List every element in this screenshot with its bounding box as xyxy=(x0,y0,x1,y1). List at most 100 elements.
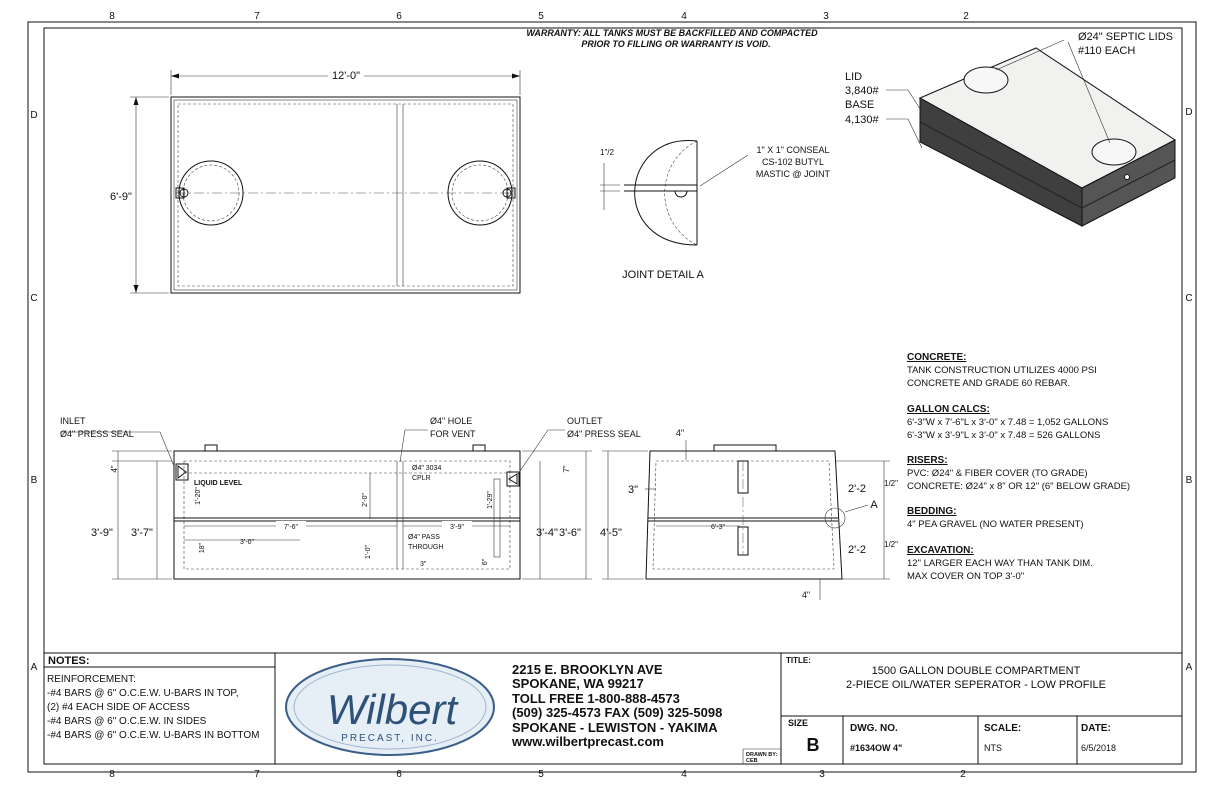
svg-text:Ø4" PRESS SEAL: Ø4" PRESS SEAL xyxy=(567,429,641,439)
svg-text:B: B xyxy=(807,735,820,755)
svg-text:A: A xyxy=(31,662,38,673)
end-view: A 6'-3" 4'-5" 4" 3" 2'-2 1/2" 2'-2 1/2" … xyxy=(600,428,898,600)
spec-notes: CONCRETE: TANK CONSTRUCTION UTILIZES 400… xyxy=(907,352,1130,582)
inner-border xyxy=(43,27,1183,765)
svg-text:A: A xyxy=(870,499,878,511)
svg-text:B: B xyxy=(31,475,38,486)
plan-width-dim: 6'-9" xyxy=(110,191,132,203)
drawing-title-1: 1500 GALLON DOUBLE COMPARTMENT xyxy=(872,665,1081,677)
svg-text:5: 5 xyxy=(538,769,544,780)
svg-text:7: 7 xyxy=(254,769,260,780)
svg-text:4": 4" xyxy=(110,465,119,472)
svg-text:6: 6 xyxy=(396,769,402,780)
svg-text:Ø4" HOLE: Ø4" HOLE xyxy=(430,416,472,426)
svg-text:NTS: NTS xyxy=(984,743,1002,753)
svg-text:3": 3" xyxy=(420,561,427,568)
svg-text:(2) #4 EACH SIDE OF ACCESS: (2) #4 EACH SIDE OF ACCESS xyxy=(47,702,190,713)
svg-text:2'-0": 2'-0" xyxy=(362,493,369,507)
zone-labels-left: D C B A xyxy=(30,110,37,673)
sheet-border xyxy=(27,21,1197,773)
zone-labels-bottom: 8 7 6 5 4 3 2 xyxy=(109,769,966,780)
svg-text:(509) 325-4573 FAX (509) 3: (509) 325-4573 FAX (509) 325-5098 xyxy=(512,705,722,720)
joint-dim: 1"/2 xyxy=(600,148,615,157)
svg-text:3,840#: 3,840# xyxy=(845,85,880,97)
plan-view: 12'-0" 6'-9" xyxy=(110,67,521,294)
svg-text:MAX COVER ON TOP 3'-0": MAX COVER ON TOP 3'-0" xyxy=(907,571,1024,582)
svg-text:C: C xyxy=(30,293,37,304)
svg-text:OUTLET: OUTLET xyxy=(567,416,603,426)
svg-text:3'-7": 3'-7" xyxy=(131,527,153,539)
svg-text:4'-5": 4'-5" xyxy=(600,527,622,539)
svg-text:-#4 BARS @ 6" O.C.E.W. U-BARS: -#4 BARS @ 6" O.C.E.W. U-BARS IN BOTTOM xyxy=(47,730,259,741)
svg-text:D: D xyxy=(1185,107,1192,118)
section-view: LIQUID LEVEL INLET Ø4" PRESS SEAL Ø4" HO… xyxy=(60,416,641,580)
warranty-line-2: PRIOR TO FILLING OR WARRANTY IS VOID. xyxy=(581,39,770,49)
svg-text:CPLR: CPLR xyxy=(412,475,431,482)
joint-detail-label: JOINT DETAIL A xyxy=(622,269,704,281)
svg-text:3'-0": 3'-0" xyxy=(240,539,254,546)
svg-text:EXCAVATION:: EXCAVATION: xyxy=(907,545,974,556)
svg-text:7": 7" xyxy=(562,465,571,472)
liquid-level-label: LIQUID LEVEL xyxy=(194,480,243,487)
svg-text:3'-6": 3'-6" xyxy=(559,527,581,539)
svg-text:#1634OW 4": #1634OW 4" xyxy=(850,743,902,753)
svg-text:REINFORCEMENT:: REINFORCEMENT: xyxy=(47,674,136,685)
svg-text:6'-3": 6'-3" xyxy=(711,524,725,531)
svg-text:2: 2 xyxy=(960,769,966,780)
svg-text:Ø4" PRESS SEAL: Ø4" PRESS SEAL xyxy=(60,429,134,439)
svg-text:TOLL FREE 1-800-888-4573: TOLL FREE 1-800-888-4573 xyxy=(512,691,680,706)
wilbert-logo: Wilbert PRECAST, INC. xyxy=(285,658,495,756)
zone-labels-top: 8 7 6 5 4 3 2 xyxy=(109,11,969,22)
svg-text:2: 2 xyxy=(963,11,969,22)
svg-text:8: 8 xyxy=(109,11,115,22)
svg-text:C: C xyxy=(1185,293,1192,304)
svg-text:1'-0": 1'-0" xyxy=(365,545,372,559)
svg-text:6'-3"W x 3'-9"L x 3'-0" x 7.48: 6'-3"W x 3'-9"L x 3'-0" x 7.48 = 526 GAL… xyxy=(907,430,1100,441)
svg-text:1'-29": 1'-29" xyxy=(487,491,494,509)
svg-text:Ø4" 3034: Ø4" 3034 xyxy=(412,465,441,472)
title-block: NOTES: REINFORCEMENT: -#4 BARS @ 6" O.C.… xyxy=(44,652,1182,764)
svg-text:SPOKANE, WA 99217: SPOKANE, WA 99217 xyxy=(512,676,644,691)
svg-text:GALLON CALCS:: GALLON CALCS: xyxy=(907,404,990,415)
svg-text:LID: LID xyxy=(845,71,862,83)
svg-text:6": 6" xyxy=(482,558,489,565)
svg-text:-#4 BARS @ 6" O.C.E.W. U-BARS: -#4 BARS @ 6" O.C.E.W. U-BARS IN TOP, xyxy=(47,688,239,699)
svg-text:Ø4" PASS: Ø4" PASS xyxy=(408,534,440,541)
svg-text:3: 3 xyxy=(819,769,825,780)
svg-text:CONCRETE: Ø24" x 8" OR 12" (6": CONCRETE: Ø24" x 8" OR 12" (6" BELOW GRA… xyxy=(907,481,1130,492)
svg-text:3'-9": 3'-9" xyxy=(450,524,464,531)
svg-text:Ø24" SEPTIC LIDS: Ø24" SEPTIC LIDS xyxy=(1078,31,1173,43)
svg-text:1'-20": 1'-20" xyxy=(195,487,202,505)
svg-text:2215 E. BROOKLYN AVE: 2215 E. BROOKLYN AVE xyxy=(512,662,663,677)
svg-text:1" X 1" CONSEAL: 1" X 1" CONSEAL xyxy=(757,145,830,155)
svg-text:CS-102 BUTYL: CS-102 BUTYL xyxy=(762,157,824,167)
svg-text:4: 4 xyxy=(681,769,687,780)
svg-text:A: A xyxy=(1186,662,1193,673)
svg-text:TANK CONSTRUCTION UTILIZES 400: TANK CONSTRUCTION UTILIZES 4000 PSI xyxy=(907,365,1097,376)
svg-text:www.wilbertprecast.com: www.wilbertprecast.com xyxy=(511,734,664,749)
svg-text:BEDDING:: BEDDING: xyxy=(907,506,956,517)
svg-text:DWG. NO.: DWG. NO. xyxy=(850,723,898,734)
svg-text:4,130#: 4,130# xyxy=(845,114,880,126)
svg-text:3'-4": 3'-4" xyxy=(536,527,558,539)
svg-text:-#4 BARS @ 6" O.C.E.W. IN SIDE: -#4 BARS @ 6" O.C.E.W. IN SIDES xyxy=(47,716,207,727)
svg-text:SPOKANE - LEWISTON - YAKIMA: SPOKANE - LEWISTON - YAKIMA xyxy=(512,720,718,735)
svg-text:3": 3" xyxy=(628,484,638,496)
svg-text:7'-6": 7'-6" xyxy=(284,524,298,531)
svg-text:3'-9": 3'-9" xyxy=(91,527,113,539)
svg-text:5: 5 xyxy=(538,11,544,22)
svg-text:#110 EACH: #110 EACH xyxy=(1078,45,1135,57)
svg-text:2'-2: 2'-2 xyxy=(848,483,866,495)
joint-detail: 1"/2 1" X 1" CONSEAL CS-102 BUTYL MASTIC… xyxy=(600,140,831,281)
plan-length-dim: 12'-0" xyxy=(332,70,360,82)
svg-text:Wilbert: Wilbert xyxy=(327,686,460,733)
iso-view: Ø24" SEPTIC LIDS #110 EACH LID 3,840# BA… xyxy=(845,31,1176,227)
svg-text:1/2": 1/2" xyxy=(884,479,898,488)
svg-text:4": 4" xyxy=(676,428,684,438)
svg-text:1/2": 1/2" xyxy=(884,540,898,549)
svg-text:6/5/2018: 6/5/2018 xyxy=(1081,743,1116,753)
svg-text:MASTIC @ JOINT: MASTIC @ JOINT xyxy=(756,169,831,179)
svg-text:3: 3 xyxy=(823,11,829,22)
svg-text:D: D xyxy=(30,110,37,121)
